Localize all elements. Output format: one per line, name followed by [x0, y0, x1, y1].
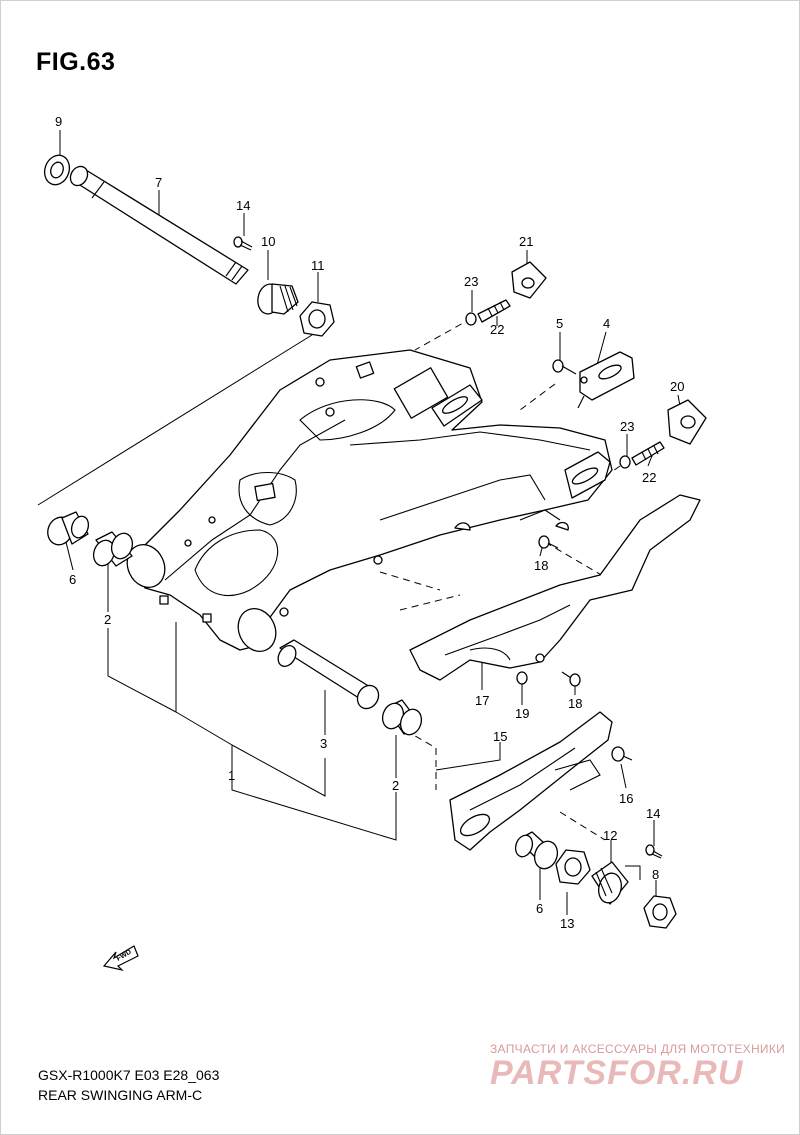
part-23-washer-lower [619, 455, 631, 469]
part-18-bolt-upper [538, 535, 559, 549]
callout-number: 1 [228, 768, 235, 783]
callout-number: 22 [490, 322, 504, 337]
callout-number: 21 [519, 234, 533, 249]
callout-number: 18 [534, 558, 548, 573]
callout-number: 17 [475, 693, 489, 708]
callout-number: 8 [652, 867, 659, 882]
part-5-bolt [552, 359, 577, 375]
callout-number: 15 [493, 729, 507, 744]
callout-number: 19 [515, 706, 529, 721]
callout-number: 14 [236, 198, 250, 213]
callout-number: 22 [642, 470, 656, 485]
callout-number: 23 [464, 274, 478, 289]
callout-number: 2 [104, 612, 111, 627]
callout-number: 20 [670, 379, 684, 394]
watermark-tagline: ЗАПЧАСТИ И АКСЕССУАРЫ ДЛЯ МОТОТЕХНИКИ [490, 1042, 786, 1056]
part-21-adjuster-block [511, 261, 547, 299]
callout-number: 6 [536, 901, 543, 916]
part-23-washer-upper [465, 312, 477, 326]
part-17-chain-cover [409, 494, 701, 681]
figure-title: FIG.63 [36, 48, 116, 76]
part-2-bearing-right [381, 699, 423, 736]
callout-numbers: 9 7 14 10 11 21 23 22 5 4 20 23 22 6 2 1… [55, 114, 684, 931]
model-code: GSX-R1000K7 E03 E28_063 [38, 1067, 220, 1083]
callout-number: 14 [646, 806, 660, 821]
part-16-bolt [611, 746, 633, 762]
callout-number: 7 [155, 175, 162, 190]
callout-number: 12 [603, 828, 617, 843]
part-6-collar-left [47, 511, 90, 546]
part-7-pivot-shaft [69, 165, 249, 285]
part-1-swingarm-body [126, 349, 613, 652]
callout-number: 11 [311, 258, 325, 273]
part-13-lock-nut [555, 849, 591, 885]
part-6-collar-right [514, 831, 559, 870]
callout-number: 13 [560, 916, 574, 931]
part-14-bolt-top [233, 236, 253, 251]
part-22-adjust-bolt-upper [477, 299, 511, 323]
part-2-bearing-left [92, 531, 134, 567]
callout-number: 16 [619, 791, 633, 806]
part-19-bolt [516, 671, 528, 685]
part-22-adjust-bolt-lower [631, 441, 665, 466]
callout-number: 3 [320, 736, 327, 751]
callout-number: 18 [568, 696, 582, 711]
part-10-adjuster-bolt [257, 283, 299, 315]
watermark-brand: PARTSFOR.RU [490, 1054, 744, 1092]
fwd-arrow-icon: FWD [102, 945, 139, 972]
part-11-lock-nut [299, 301, 335, 337]
callout-number: 10 [261, 234, 275, 249]
part-4-bracket-plate [577, 351, 635, 409]
part-14-bolt-bottom [645, 844, 663, 859]
part-12-adjuster-bolt [591, 861, 629, 905]
diagram-name: REAR SWINGING ARM-C [38, 1087, 203, 1103]
part-9-seal-ring [43, 154, 71, 186]
callout-number: 6 [69, 572, 76, 587]
part-8-nut [643, 895, 677, 929]
part-20-adjuster-block [667, 399, 707, 445]
part-3-spacer-tube [277, 639, 380, 710]
callout-number: 23 [620, 419, 634, 434]
callout-number: 4 [603, 316, 610, 331]
callout-number: 5 [556, 316, 563, 331]
leader-lines [59, 130, 681, 915]
part-18-bolt-lower [561, 671, 581, 687]
part-15-chain-guide [449, 711, 613, 851]
callout-number: 2 [392, 778, 399, 793]
callout-number: 9 [55, 114, 62, 129]
